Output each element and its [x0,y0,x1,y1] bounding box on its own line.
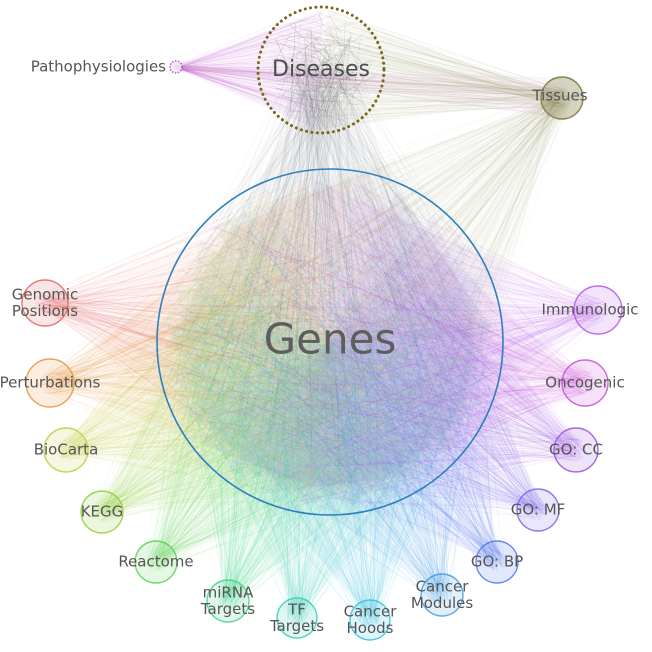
edge-fan-reactome-genes [145,176,489,572]
label-kegg: KEGG [81,503,124,521]
label-cancer-modules: Modules [411,594,474,612]
node-oncogenic[interactable] [561,359,609,407]
node-genes[interactable] [156,168,504,516]
edge-fan-kegg-genes [91,183,478,523]
label-diseases: Diseases [272,57,370,82]
edge-fan-tissues-genes [166,87,573,485]
label-reactome: Reactome [118,553,193,571]
label-tf-targets: Targets [269,617,324,635]
label-go-cc: GO: CC [549,441,603,459]
label-cancer-modules: Cancer [416,577,470,595]
edge-fan-immunologic-genes [179,181,610,504]
label-go-mf: GO: MF [511,501,566,519]
label-go-bp: GO: BP [471,553,523,571]
node-tf-targets[interactable] [276,597,318,639]
node-mirna-targets[interactable] [206,579,250,623]
label-oncogenic: Oncogenic [545,374,624,392]
edge-fan-diseases-genes [166,39,495,502]
label-genes: Genes [264,315,397,364]
label-perturbations: Perturbations [0,374,101,392]
node-perturbations[interactable] [25,358,75,408]
node-tissues[interactable] [540,76,584,120]
node-biocarta[interactable] [43,427,89,473]
label-immunologic: Immunologic [541,301,638,319]
edge-cones [45,9,598,620]
label-mirna-targets: Targets [200,600,255,618]
edge-fan-pathophysiologies-tissues [173,64,580,118]
edge-fan-oncogenic-genes [173,185,596,510]
edge-fan-go-cc-genes [170,184,587,505]
edge-lines [33,9,610,630]
diseases-inner-links [266,14,376,127]
node-genomic-positions[interactable] [21,279,69,327]
edge-fan-pathophysiologies-diseases [173,10,379,127]
node-go-cc[interactable] [553,427,599,473]
label-cancer-hoods: Cancer [344,602,398,620]
edge-fan-go-bp-genes [172,185,508,573]
node-go-mf[interactable] [516,488,560,532]
node-diseases[interactable] [256,5,386,135]
node-pathophysiologies[interactable] [169,60,183,74]
nodes [21,5,623,641]
edge-fan-tf-targets-genes [173,174,489,629]
node-cancer-modules[interactable] [420,573,464,617]
label-genomic-positions: Genomic [12,285,79,303]
node-cancer-hoods[interactable] [349,599,391,641]
edge-fan-biocarta-genes [55,186,498,500]
label-tissues: Tissues [531,87,587,105]
label-cancer-hoods: Hoods [347,619,394,637]
label-mirna-targets: miRNA [203,583,254,601]
edge-fan-perturbations-genes [38,185,486,497]
edge-fan-genomic-positions-genes [33,187,489,495]
label-genomic-positions: Positions [12,302,78,320]
node-reactome[interactable] [134,540,178,584]
label-tf-targets: TF [287,600,306,618]
node-immunologic[interactable] [573,285,623,335]
edge-fan-go-mf-genes [173,176,549,521]
label-pathophysiologies: Pathophysiologies [31,58,166,76]
edge-fan-cancer-hoods-genes [165,187,496,630]
node-kegg[interactable] [80,490,124,534]
node-go-bp[interactable] [475,540,519,584]
label-biocarta: BioCarta [34,441,99,459]
